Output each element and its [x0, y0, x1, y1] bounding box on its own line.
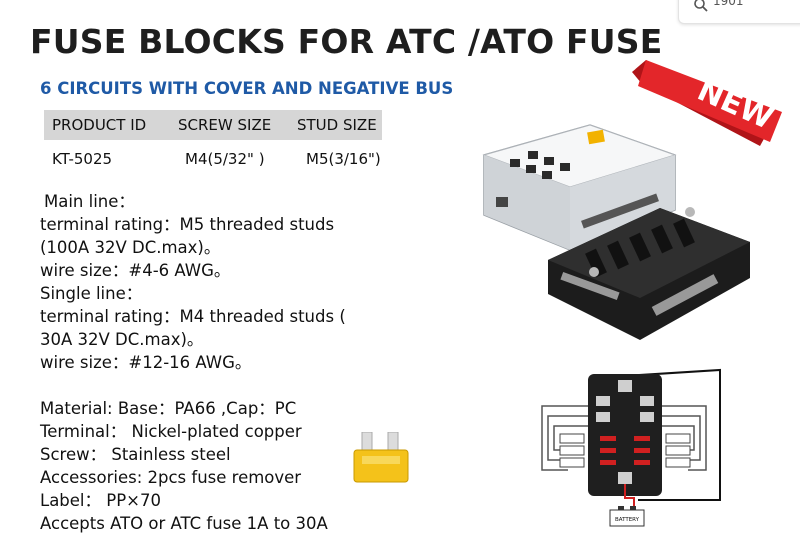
value-stud-size: M5(3/16")	[306, 150, 381, 168]
battery-label: BATTERY	[615, 517, 640, 523]
search-icon	[694, 0, 708, 12]
search-box[interactable]: 1901	[678, 0, 800, 24]
search-text: 1901	[713, 0, 744, 8]
fuse-block-with-cover-image	[482, 124, 677, 251]
material-line: Screw： Stainless steel	[40, 445, 231, 464]
material-line: Terminal： Nickel-plated copper	[40, 422, 302, 441]
page-title: FUSE BLOCKS FOR ATC /ATO FUSE	[30, 22, 663, 61]
spec-line: terminal rating：M5 threaded studs	[40, 215, 335, 234]
material-line: Accepts ATO or ATC fuse 1A to 30A	[40, 514, 328, 533]
fuse-block-black-image	[548, 207, 750, 340]
spec-line: wire size：#4-6 AWG。	[40, 261, 231, 280]
header-stud-size: STUD SIZE	[297, 116, 377, 134]
spec-line: Single line：	[40, 284, 143, 303]
spec-line: Main line：	[44, 192, 135, 211]
spec-table-header: PRODUCT ID SCREW SIZE STUD SIZE	[44, 110, 382, 140]
material-line: Material: Base：PA66 ,Cap：PC	[40, 399, 297, 418]
value-screw-size: M4(5/32" )	[185, 150, 265, 168]
material-line: Label： PP×70	[40, 491, 161, 510]
page-subtitle: 6 CIRCUITS WITH COVER AND NEGATIVE BUS	[40, 79, 454, 98]
header-product-id: PRODUCT ID	[52, 116, 147, 134]
spec-line: terminal rating：M4 threaded studs (	[40, 307, 346, 326]
spec-line: 30A 32V DC.max)。	[40, 330, 204, 349]
yellow-fuse-image	[353, 432, 409, 483]
wiring-diagram: BATTERY	[541, 368, 721, 527]
header-screw-size: SCREW SIZE	[178, 116, 272, 134]
spec-line: wire size：#12-16 AWG。	[40, 353, 252, 372]
spec-line: (100A 32V DC.max)。	[40, 238, 221, 257]
value-product-id: KT-5025	[52, 150, 113, 168]
material-line: Accessories: 2pcs fuse remover	[40, 468, 302, 487]
new-ribbon-badge: NEW	[632, 60, 782, 146]
